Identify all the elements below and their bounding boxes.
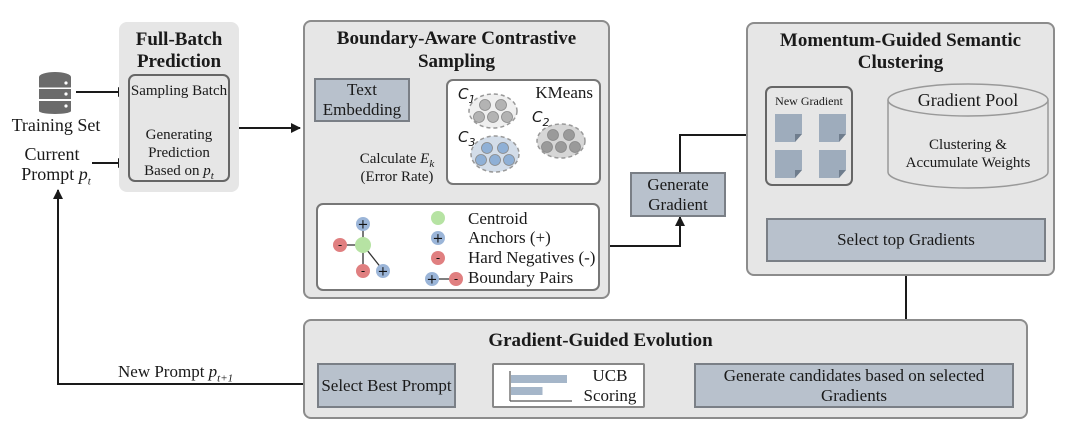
contrastive-graphics: + - - + + - + - (333, 211, 463, 288)
cluster-point (475, 154, 487, 166)
select-best-prompt-label: Select Best Prompt (321, 375, 452, 395)
legend-negative-label: Hard Negatives (-) (468, 248, 596, 267)
generate-gradient-line1: Generate (647, 174, 709, 194)
generating-label-line1: Generating (145, 127, 213, 143)
cluster-point (563, 129, 575, 141)
generate-candidates-box: Generate candidates based on selected Gr… (694, 363, 1014, 408)
document-icon (775, 150, 802, 178)
anchor-node-top: + (356, 217, 370, 233)
gradient-pool-cylinder (887, 83, 1049, 189)
svg-text:-: - (361, 264, 365, 278)
contrastive-legend-box: + - - + + - + - Centroid Anchors (+) Har… (316, 203, 600, 291)
cluster-point (481, 142, 493, 154)
new-gradient-label: New Gradient (775, 94, 843, 108)
legend-pair-icon: + - (425, 272, 463, 288)
generating-label-line3: Based on pt (144, 163, 214, 182)
centroid-node (355, 237, 371, 253)
negative-node-bottom: - (356, 264, 370, 278)
gradient-docs (775, 114, 846, 178)
boundary-title-line1: Boundary-Aware Contrastive (336, 28, 577, 49)
svg-text:-: - (436, 251, 440, 265)
pool-clustering-line2: Accumulate Weights (905, 155, 1031, 171)
gradient-pool-label: Gradient Pool (917, 90, 1019, 110)
kmeans-label: KMeans (535, 83, 593, 102)
cluster-point (547, 129, 559, 141)
new-prompt-label: New Prompt pt+1 (118, 362, 234, 385)
ucb-bar (511, 387, 543, 395)
svg-text:-: - (454, 272, 458, 286)
ucb-label-line1: UCB (592, 366, 628, 385)
ucb-bar (511, 375, 567, 383)
document-icon (819, 114, 846, 142)
calculate-error-line2: (Error Rate) (360, 169, 434, 185)
current-prompt-label-line2: Prompt pt (21, 164, 91, 188)
momentum-title-line2: Clustering (857, 52, 944, 73)
legend-centroid-label: Centroid (468, 209, 528, 228)
cluster-c1-label: C1 (458, 85, 476, 106)
arrow-legend-to-generate (600, 216, 685, 247)
ucb-label-line2: Scoring (583, 386, 637, 405)
full-batch-inner-box: Sampling Batch Generating Prediction Bas… (128, 74, 230, 182)
select-top-gradients-label: Select top Gradients (837, 230, 975, 249)
sampling-batch-label: Sampling Batch (130, 83, 228, 99)
select-best-prompt-box: Select Best Prompt (317, 363, 456, 408)
legend-centroid-icon (431, 211, 445, 225)
boundary-title-line2: Sampling (417, 51, 496, 72)
svg-text:-: - (338, 238, 342, 252)
text-embedding-line1: Text (347, 80, 377, 99)
cluster-c3-label: C3 (458, 128, 476, 149)
cluster-point (541, 141, 553, 153)
generate-gradient-line2: Gradient (648, 194, 708, 214)
text-embedding-line2: Embedding (322, 100, 402, 119)
cluster-point (497, 142, 509, 154)
full-batch-title-line2: Prediction (136, 51, 222, 72)
text-embedding-box: Text Embedding (314, 78, 410, 122)
momentum-title-line1: Momentum-Guided Semantic (779, 30, 1022, 51)
cluster-c3 (470, 135, 520, 173)
ucb-scoring-box: UCB Scoring (492, 363, 645, 408)
calculate-error-line1: Calculate Ek (359, 151, 435, 170)
training-set-label: Training Set (11, 115, 101, 135)
document-icon (775, 114, 802, 142)
legend-anchor-icon: + (431, 231, 445, 247)
full-batch-title-line1: Full-Batch (135, 29, 223, 50)
legend-pair-label: Boundary Pairs (468, 268, 574, 287)
database-icon (39, 72, 71, 114)
document-icon (819, 150, 846, 178)
generate-candidates-label: Generate candidates based on selected Gr… (723, 365, 985, 405)
generate-gradient-box: Generate Gradient (630, 172, 726, 217)
anchor-node-bottom: + (376, 264, 390, 280)
cluster-point (569, 141, 581, 153)
current-prompt-label-line1: Current (24, 144, 80, 164)
generating-label-line2: Prediction (148, 145, 210, 161)
cluster-point (489, 154, 501, 166)
cluster-graphics (468, 93, 586, 173)
svg-text:+: + (358, 218, 369, 233)
cluster-point (555, 141, 567, 153)
cluster-point (487, 111, 499, 123)
legend-negative-icon: - (431, 251, 445, 265)
cluster-point (503, 154, 515, 166)
evolution-title: Gradient-Guided Evolution (488, 330, 713, 351)
kmeans-box: KMeans C1 C2 C3 (446, 79, 601, 185)
cluster-c2-label: C2 (532, 108, 550, 129)
negative-node-left: - (333, 238, 347, 252)
cluster-point (479, 99, 491, 111)
cluster-point (495, 99, 507, 111)
svg-text:+: + (427, 273, 438, 288)
cluster-c1 (468, 93, 518, 129)
cluster-c2 (536, 123, 586, 159)
select-top-gradients-box: Select top Gradients (766, 218, 1046, 262)
ucb-bar-chart (509, 371, 572, 402)
arrow-feedback-loop (53, 189, 316, 385)
cluster-point (501, 111, 513, 123)
pool-clustering-line1: Clustering & (929, 137, 1007, 153)
svg-text:+: + (378, 265, 389, 280)
svg-text:+: + (433, 232, 444, 247)
cluster-point (473, 111, 485, 123)
legend-anchor-label: Anchors (+) (468, 228, 551, 247)
new-gradient-box: New Gradient (765, 86, 853, 186)
